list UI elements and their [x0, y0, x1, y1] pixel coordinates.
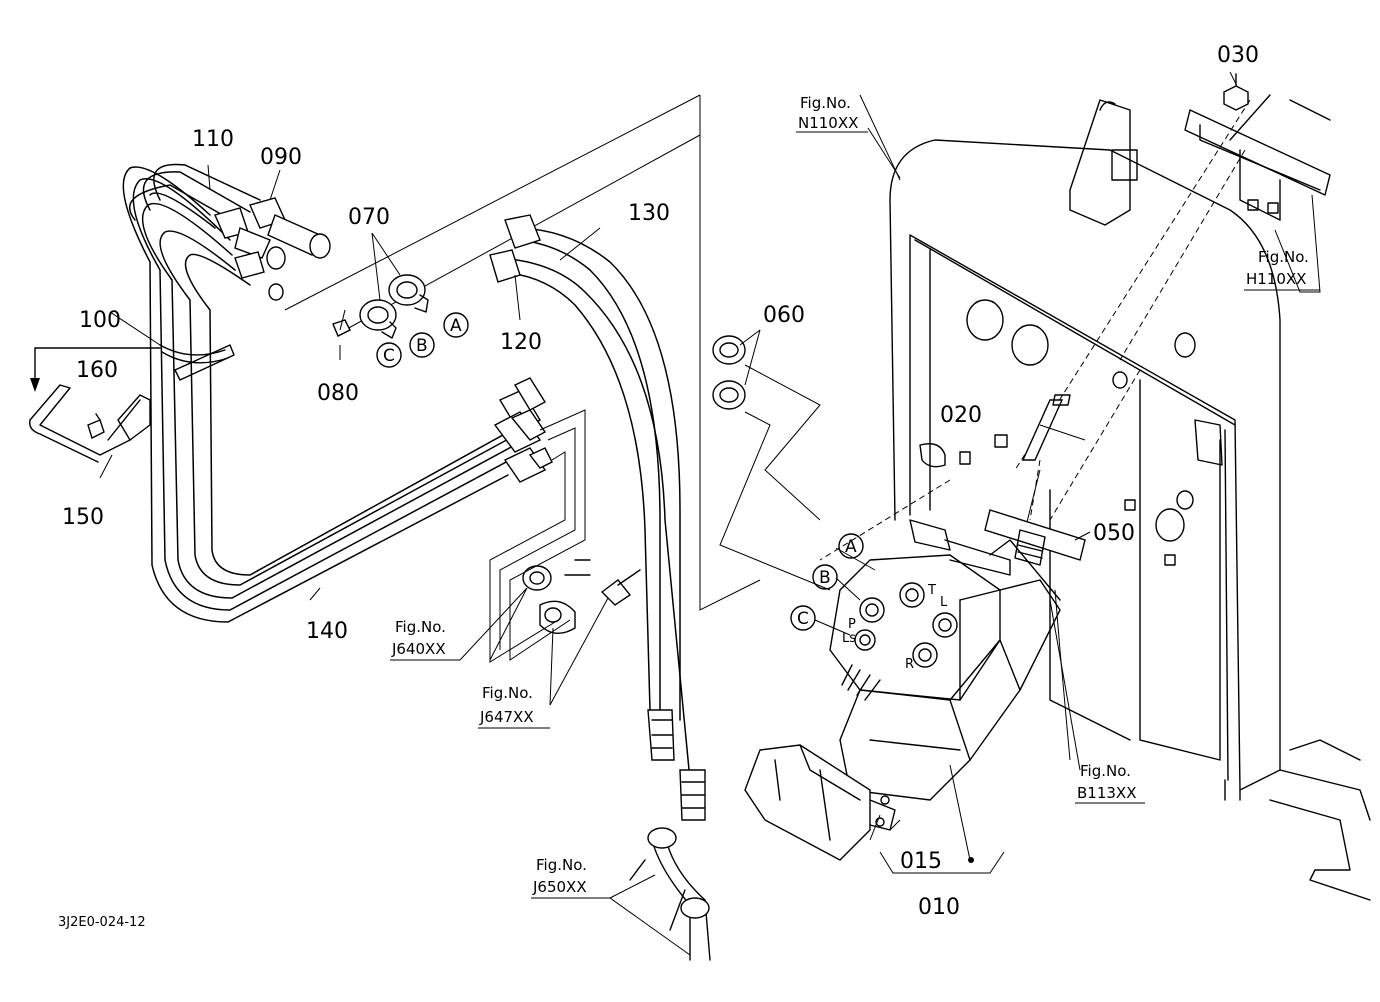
adapter-fittings — [332, 274, 746, 410]
fig-ref-j640: J640XX — [391, 640, 446, 658]
fig-prefix-n110: Fig.No. — [800, 94, 851, 112]
port-fittings — [522, 559, 641, 634]
valve-mark-l: L — [940, 595, 948, 610]
label-090: 090 — [260, 145, 302, 170]
label-070: 070 — [348, 205, 390, 230]
port-a-valve: A — [845, 537, 857, 557]
label-140: 140 — [306, 619, 348, 644]
label-030: 030 — [1217, 43, 1259, 68]
port-c-valve: C — [797, 609, 809, 629]
label-150: 150 — [62, 505, 104, 530]
label-160: 160 — [76, 358, 118, 383]
valve-mark-t: T — [927, 583, 936, 598]
label-060: 060 — [763, 303, 805, 328]
port-b-valve: B — [819, 568, 831, 588]
fig-prefix-j650: Fig.No. — [536, 856, 587, 874]
fig-prefix-b113: Fig.No. — [1080, 762, 1131, 780]
valve-block — [744, 509, 1086, 861]
hose-bundle-140 — [29, 163, 553, 623]
fig-ref-h110: H110XX — [1246, 270, 1306, 288]
valve-mark-p: P — [848, 617, 856, 632]
valve-mark-r: R — [905, 657, 914, 672]
fig-ref-n110: N110XX — [798, 114, 858, 132]
fig-ref-j647: J647XX — [479, 708, 534, 726]
stud-and-nut — [1021, 73, 1249, 461]
upper-fittings — [214, 197, 331, 301]
port-letters: A B C A B C — [376, 312, 864, 631]
mounting-plate — [889, 94, 1371, 901]
leader-lines — [99, 71, 1321, 956]
label-080: 080 — [317, 381, 359, 406]
fig-references: Fig.No. N110XX Fig.No. H110XX Fig.No. J6… — [390, 94, 1320, 899]
label-120: 120 — [500, 330, 542, 355]
fig-ref-j650: J650XX — [532, 878, 587, 896]
lower-fittings — [493, 377, 553, 483]
label-015: 015 — [900, 849, 942, 874]
label-020: 020 — [940, 403, 982, 428]
port-b-upper: B — [416, 336, 428, 356]
valve-marks: T L P Ls R — [842, 583, 948, 672]
port-c-upper: C — [383, 346, 395, 366]
drawing-code: 3J2E0-024-12 — [58, 915, 146, 930]
fig-prefix-j640: Fig.No. — [395, 618, 446, 636]
hoses-120-130 — [489, 214, 711, 961]
label-110: 110 — [192, 127, 234, 152]
fig-prefix-j647: Fig.No. — [482, 684, 533, 702]
label-100: 100 — [79, 308, 121, 333]
label-050: 050 — [1093, 521, 1135, 546]
label-010: 010 — [918, 895, 960, 920]
part-labels: 030 110 090 070 130 060 100 160 120 080 … — [62, 43, 1259, 920]
port-a-upper: A — [450, 316, 462, 336]
fig-prefix-h110: Fig.No. — [1258, 248, 1309, 266]
valve-mark-ls: Ls — [842, 631, 856, 646]
fig-ref-b113: B113XX — [1077, 784, 1136, 802]
label-130: 130 — [628, 201, 670, 226]
